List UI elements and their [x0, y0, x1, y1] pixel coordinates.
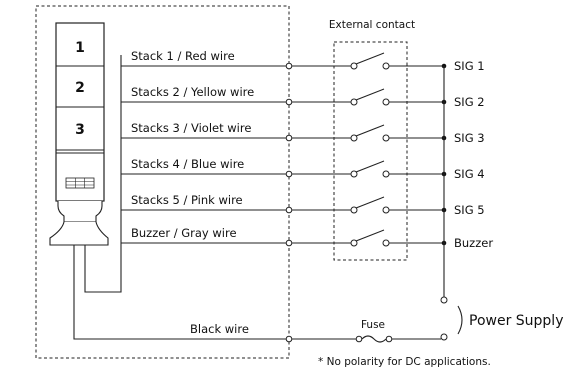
switch-contact-right [382, 98, 390, 106]
switch-lever [355, 229, 385, 242]
power-supply-label: Power Supply [469, 313, 564, 329]
signal-tower: 1 2 3 [49, 22, 109, 246]
wire-terminal [285, 206, 293, 214]
external-contact-label: External contact [329, 19, 415, 31]
wire-terminal [285, 98, 293, 106]
black-wire-label: Black wire [190, 322, 249, 336]
wire-terminal [285, 239, 293, 247]
fuse-label: Fuse [361, 319, 385, 331]
switch-contact-right [382, 62, 390, 70]
power-terminal-top [440, 296, 448, 304]
switch-lever [355, 160, 385, 173]
black-wire-terminal [285, 335, 293, 343]
output-label: SIG 5 [454, 203, 485, 217]
buzzer-vent-icon [65, 177, 95, 189]
fuse-symbol [355, 335, 393, 343]
tower-enclosure [35, 5, 290, 359]
output-label: SIG 4 [454, 167, 485, 181]
switch-contact-right [382, 170, 390, 178]
switch-contact-left [350, 62, 358, 70]
tier-2-label: 2 [75, 80, 85, 96]
power-supply-bracket [457, 305, 463, 335]
switch-contact-right [382, 239, 390, 247]
switch-contact-right [382, 134, 390, 142]
output-label: SIG 1 [454, 59, 485, 73]
wire-label: Stacks 2 / Yellow wire [131, 85, 254, 99]
output-label: SIG 3 [454, 131, 485, 145]
power-terminal-bottom [440, 333, 448, 341]
footnote: * No polarity for DC applications. [318, 356, 491, 368]
wire-label: Buzzer / Gray wire [131, 226, 237, 240]
output-label: Buzzer [454, 236, 493, 250]
wire-terminal [285, 62, 293, 70]
black-wire [73, 245, 289, 340]
switch-lever [355, 52, 385, 65]
wire-terminal [285, 134, 293, 142]
switch-lever [355, 196, 385, 209]
switch-contact-left [350, 134, 358, 142]
wire-label: Stacks 3 / Violet wire [131, 121, 251, 135]
switch-lever [355, 124, 385, 137]
wire-label: Stacks 4 / Blue wire [131, 157, 244, 171]
wire-label: Stacks 5 / Pink wire [131, 193, 243, 207]
external-contact-box [333, 41, 408, 261]
switch-contact-left [350, 170, 358, 178]
tower-base [49, 221, 109, 246]
switch-contact-right [382, 206, 390, 214]
switch-contact-left [350, 98, 358, 106]
wire-terminal [285, 170, 293, 178]
output-label: SIG 2 [454, 95, 485, 109]
switch-lever [355, 88, 385, 101]
tier-1-label: 1 [75, 40, 85, 56]
wire-label: Stack 1 / Red wire [131, 49, 235, 63]
switch-contact-left [350, 239, 358, 247]
tower-neck [57, 201, 103, 223]
switch-contact-left [350, 206, 358, 214]
tier-3-label: 3 [75, 122, 85, 138]
